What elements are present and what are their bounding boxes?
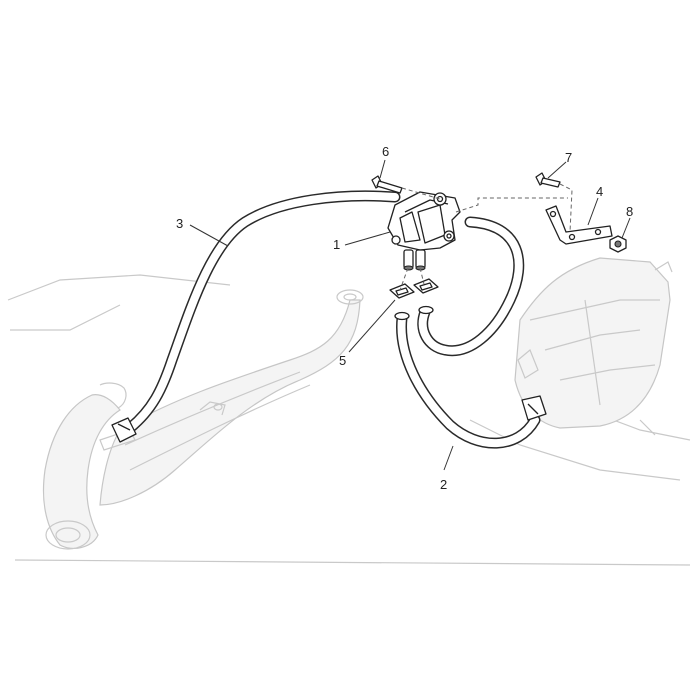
callout-7: 7 <box>565 150 572 165</box>
callout-5: 5 <box>339 353 346 368</box>
hose-clamp-airbox <box>521 395 547 421</box>
leader-lines <box>189 159 631 471</box>
connecting-hose <box>417 216 525 357</box>
lower-hose <box>396 312 541 449</box>
callout-labels: 1 2 3 4 5 6 7 8 <box>176 144 633 492</box>
bracket <box>545 205 613 245</box>
valve-screw <box>371 175 403 194</box>
callout-2: 2 <box>440 477 447 492</box>
callout-8: 8 <box>626 204 633 219</box>
callout-6: 6 <box>382 144 389 159</box>
callout-4: 4 <box>596 184 603 199</box>
gasket <box>389 278 439 299</box>
assembly-dash-lines <box>399 183 573 291</box>
nut <box>609 235 627 253</box>
hose-ends <box>394 305 434 321</box>
bracket-screw <box>535 172 561 188</box>
hose-clamp-exhaust <box>111 417 137 443</box>
reed-valve-assembly <box>387 191 461 271</box>
callout-1: 1 <box>333 237 340 252</box>
callout-3: 3 <box>176 216 183 231</box>
upper-hose <box>124 190 401 434</box>
exhaust-system-ghost <box>14 289 691 566</box>
